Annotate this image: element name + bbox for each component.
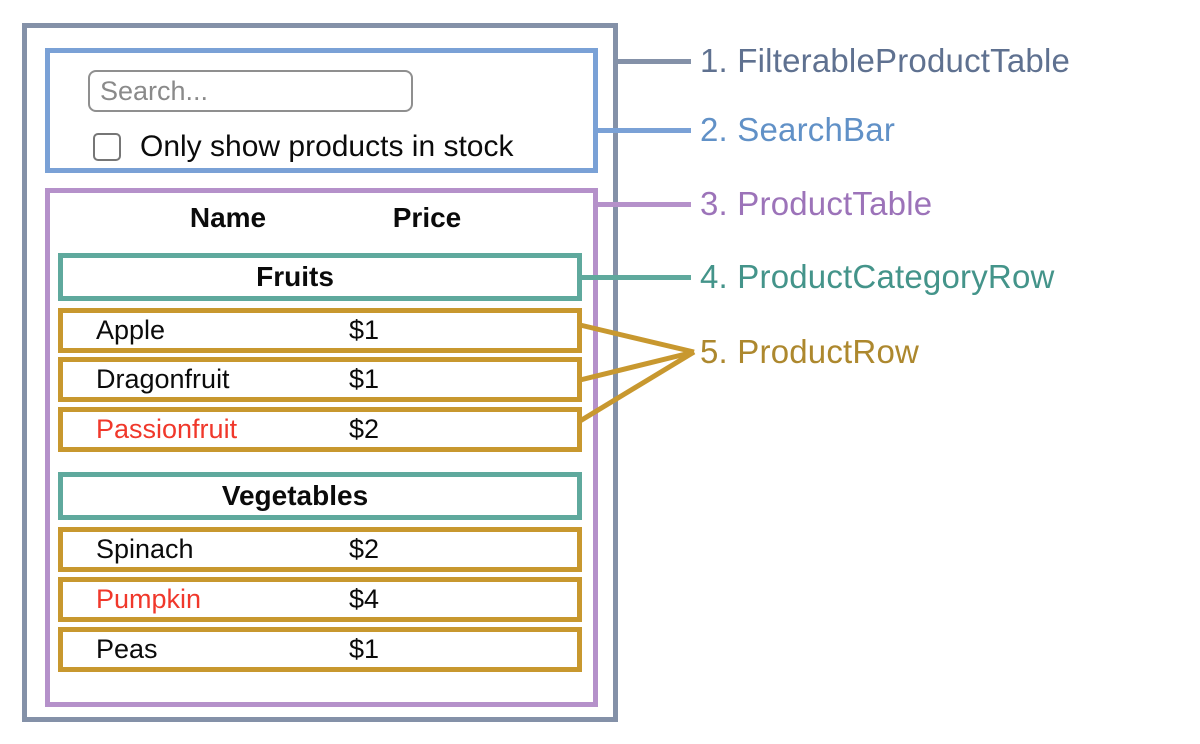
product-price: $1 <box>349 315 380 345</box>
product-price: $2 <box>349 414 380 444</box>
in-stock-checkbox-label: Only show products in stock <box>140 130 514 163</box>
product-row: Dragonfruit $1 <box>58 357 582 402</box>
annotation-product-row: 5. ProductRow <box>700 333 920 370</box>
product-name: Passionfruit <box>96 414 238 444</box>
product-row: Pumpkin $4 <box>58 577 582 622</box>
product-row: Spinach $2 <box>58 527 582 572</box>
column-header-price: Price <box>392 202 462 233</box>
annotation-filterable-product-table: 1. FilterableProductTable <box>700 42 1071 79</box>
category-row-vegetables: Vegetables <box>58 472 582 520</box>
product-name: Spinach <box>96 534 194 564</box>
annotation-search-bar: 2. SearchBar <box>700 111 896 148</box>
product-price: $1 <box>349 634 380 664</box>
annotation-product-category-row: 4. ProductCategoryRow <box>700 258 1055 295</box>
product-price: $4 <box>349 584 380 614</box>
category-row-fruits: Fruits <box>58 253 582 301</box>
in-stock-checkbox[interactable] <box>93 133 121 161</box>
category-label: Vegetables <box>221 480 369 511</box>
column-header-name: Name <box>189 202 267 233</box>
category-label: Fruits <box>256 261 334 292</box>
product-name: Dragonfruit <box>96 364 230 394</box>
product-row: Peas $1 <box>58 627 582 672</box>
product-name: Pumpkin <box>96 584 202 614</box>
product-name: Apple <box>96 315 166 345</box>
annotation-product-table: 3. ProductTable <box>700 185 933 222</box>
product-price: $2 <box>349 534 380 564</box>
product-name: Peas <box>96 634 158 664</box>
search-input[interactable] <box>88 70 413 112</box>
product-row: Apple $1 <box>58 308 582 353</box>
product-row: Passionfruit $2 <box>58 407 582 452</box>
product-price: $1 <box>349 364 380 394</box>
